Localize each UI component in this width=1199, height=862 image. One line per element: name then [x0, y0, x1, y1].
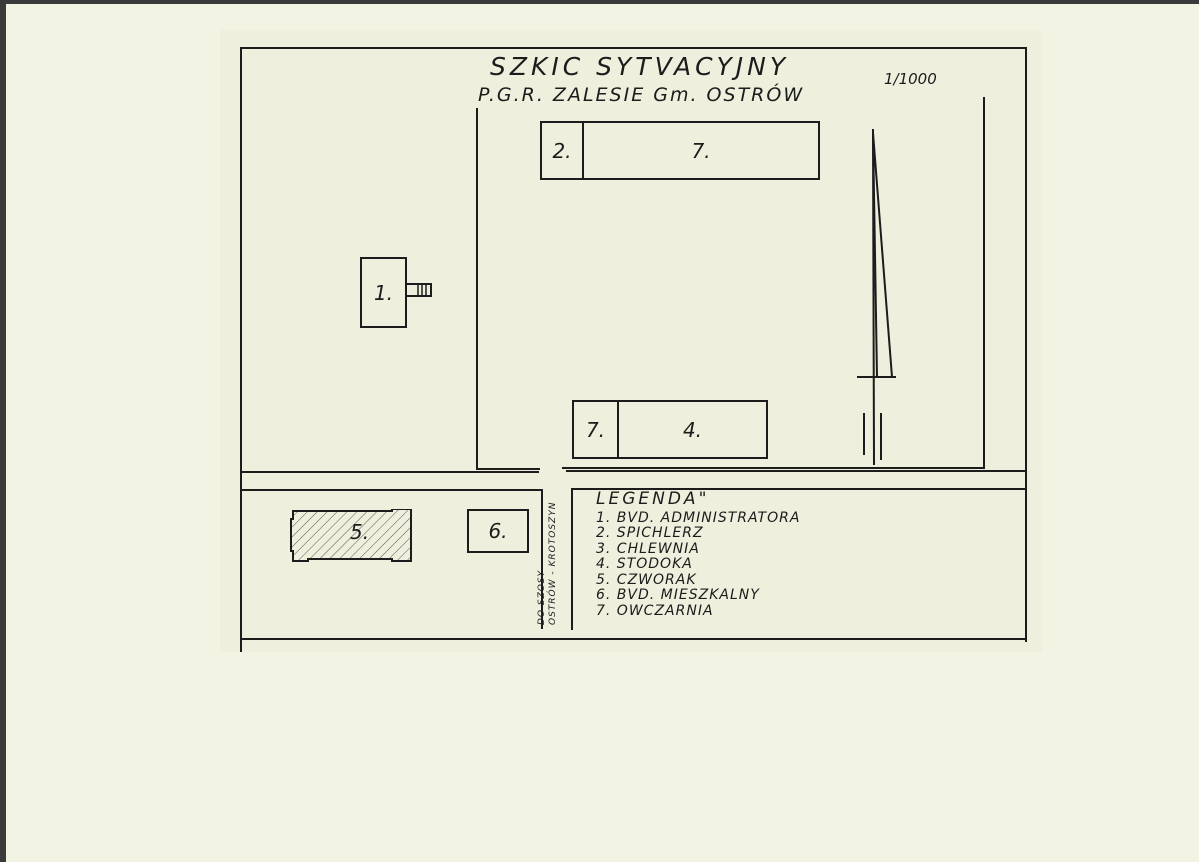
- legend-item: 7. OWCZARNIA: [596, 602, 714, 619]
- road-upper-edge-right: [566, 470, 1025, 472]
- building-1-entrance: [405, 282, 432, 297]
- legend-heading: LEGENDA": [596, 489, 710, 509]
- building-5-shape: [290, 509, 412, 562]
- road-upper-edge: [240, 471, 539, 473]
- road-label-line1: DO SZOSY: [537, 569, 547, 625]
- legend-item: 3. CHLEWNIA: [596, 540, 700, 557]
- building-4-label: 4.: [682, 417, 703, 442]
- scale-label: 1/1000: [884, 70, 937, 88]
- building-2-label: 2.: [552, 138, 572, 163]
- frame-top: [240, 47, 1027, 49]
- diagram-subtitle: P.G.R. ZALESIE Gm. OSTRÓW: [478, 84, 805, 106]
- legend-item: 2. SPICHLERZ: [596, 525, 704, 541]
- road-label: DO SZOSY OSTRÓW - KROTOSZYN: [537, 502, 559, 625]
- building-5-label: 5.: [350, 520, 370, 544]
- frame-left: [240, 47, 242, 652]
- yard-bottom-left-line: [476, 468, 540, 470]
- road-vertical-left: [541, 489, 543, 629]
- legend: LEGENDA" 1. BVD. ADMINISTRATORA 2. SPICH…: [596, 489, 801, 619]
- legend-item: 6. BVD. MIESZKALNY: [596, 587, 760, 603]
- yard-right-line: [983, 97, 985, 469]
- building-1: 1.: [360, 257, 407, 328]
- building-7-bottom: 7.: [572, 400, 619, 459]
- legend-item: 1. BVD. ADMINISTRATORA: [596, 509, 801, 526]
- road-lower-edge: [240, 489, 541, 491]
- road-lower-edge-right: [572, 488, 1025, 490]
- road-label-line2: OSTRÓW - KROTOSZYN: [548, 501, 558, 625]
- legend-item: 4. STODOKA: [596, 556, 693, 572]
- building-4: 4.: [617, 400, 768, 459]
- legend-item: 5. CZWORAK: [596, 571, 697, 588]
- yard-bottom-right-line: [562, 467, 985, 469]
- road-bottom-line: [240, 638, 1027, 640]
- building-1-label: 1.: [373, 280, 394, 305]
- road-vertical-right: [571, 488, 573, 630]
- building-7-top: 7.: [582, 121, 820, 180]
- building-6-label: 6.: [488, 519, 508, 543]
- building-2: 2.: [540, 121, 584, 180]
- north-arrow-icon: [857, 128, 896, 465]
- diagram-title: SZKIC SYTVACYJNY: [490, 52, 790, 81]
- entrance-steps-icon: [405, 283, 432, 297]
- building-7-top-label: 7.: [691, 138, 711, 163]
- building-7-bottom-label: 7.: [585, 417, 606, 442]
- yard-left-line: [476, 108, 478, 470]
- building-6: 6.: [467, 509, 529, 553]
- frame-right: [1025, 47, 1027, 642]
